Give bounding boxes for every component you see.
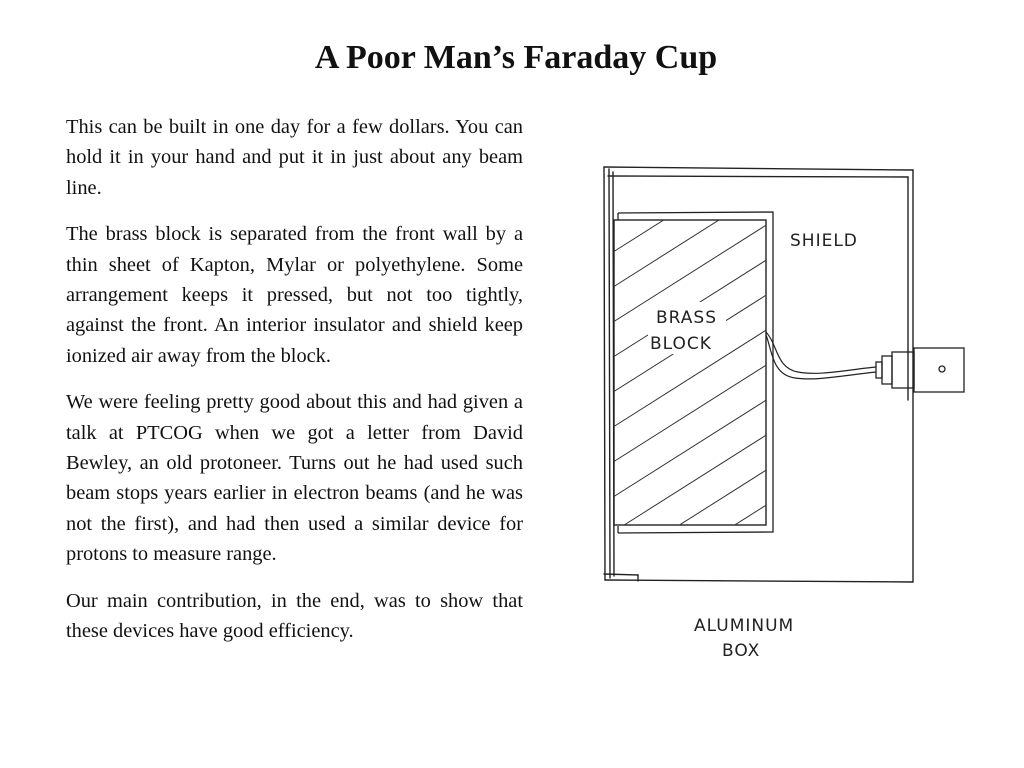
brass-hatching: [614, 220, 766, 525]
shield-label: SHIELD: [790, 231, 858, 251]
slide-title: A Poor Man’s Faraday Cup: [314, 39, 718, 76]
paragraph-4: Our main contribution, in the end, was t…: [66, 589, 523, 643]
faraday-cup-diagram: SHIELD BRASS BLOCK ALUMINUM BOX: [590, 150, 980, 670]
shield-outline: [617, 211, 774, 534]
faraday-cup-sketch: SHIELD BRASS BLOCK ALUMINUM BOX: [603, 166, 965, 661]
brass-label-line1: BRASS: [656, 308, 717, 328]
aluminum-box-outline: [603, 166, 914, 583]
bnc-connector: [875, 347, 965, 393]
paragraph-2: The brass block is separated from the fr…: [66, 223, 523, 367]
brass-block: [613, 219, 767, 526]
aluminum-label-line1: ALUMINUM: [694, 616, 794, 636]
signal-wire: [765, 331, 877, 380]
body-text: This can be built in one day for a few d…: [66, 112, 523, 663]
brass-label-line2: BLOCK: [650, 334, 712, 354]
paragraph-1: This can be built in one day for a few d…: [66, 116, 523, 199]
aluminum-label-line2: BOX: [722, 641, 760, 661]
paragraph-3: We were feeling pretty good about this a…: [66, 391, 523, 566]
